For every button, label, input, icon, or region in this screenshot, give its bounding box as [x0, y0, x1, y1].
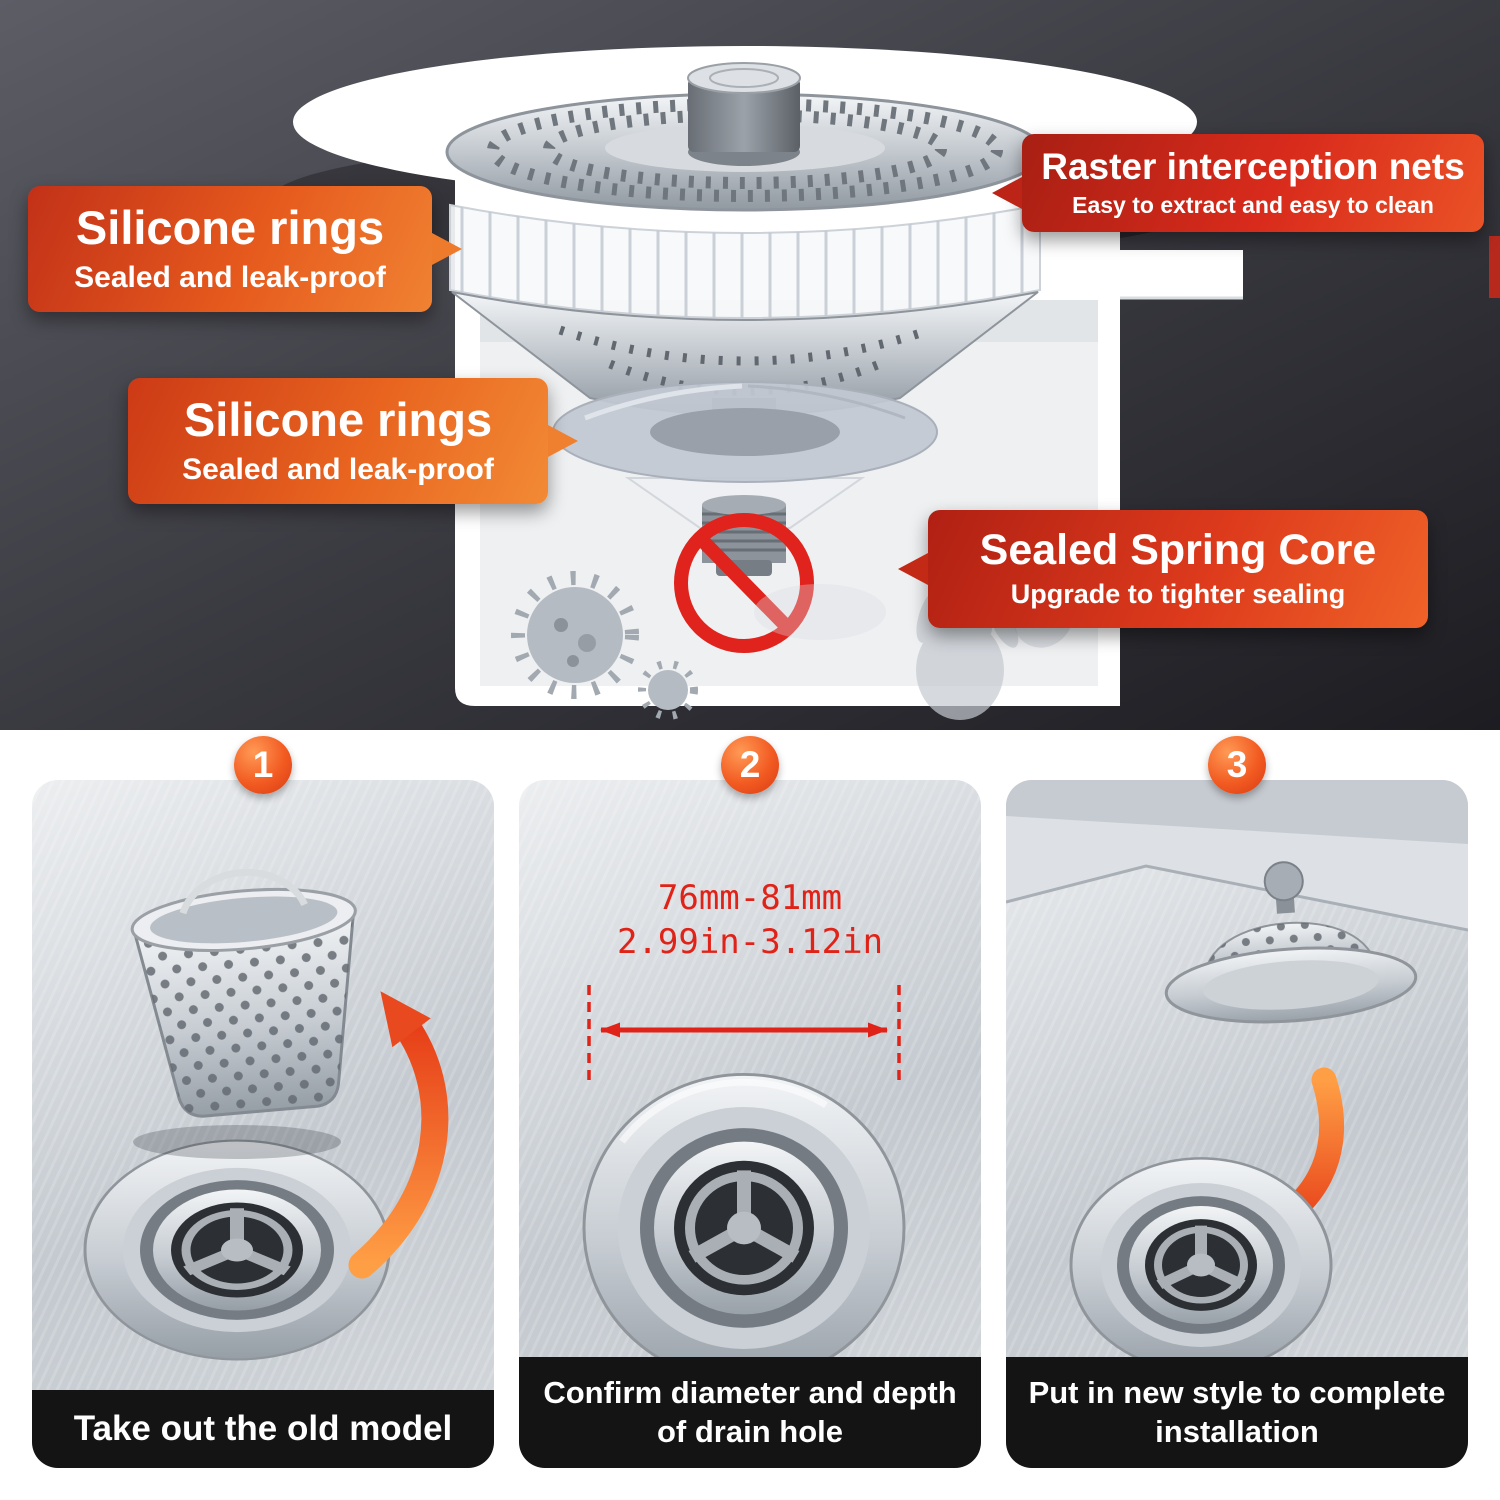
step-1-illustration: [83, 868, 449, 1361]
callout-silicone-rings-bottom: Silicone rings Sealed and leak-proof: [128, 378, 578, 505]
drain-illustration: [1069, 1157, 1333, 1373]
measurement-mm: 76mm-81mm: [657, 878, 843, 918]
curved-arrow-up-icon: [348, 991, 449, 1279]
callout-subtitle: Sealed and leak-proof: [74, 260, 386, 294]
callout-raster-nets: Raster interception nets Easy to extract…: [992, 134, 1484, 233]
drain-knob: [687, 62, 801, 166]
sink-cutaway-illustration: [0, 0, 1500, 730]
step-3-panel: Put in new style to complete installatio…: [1006, 780, 1468, 1468]
hero-section: Silicone rings Sealed and leak-proof Sil…: [0, 0, 1500, 730]
callout-title: Silicone rings: [183, 393, 493, 446]
drain-illustration: [582, 1072, 906, 1384]
callout-subtitle: Upgrade to tighter sealing: [1010, 579, 1346, 610]
measurement-arrow: [587, 985, 901, 1080]
step-2-illustration: [582, 985, 906, 1384]
callout-title: Raster interception nets: [1041, 146, 1465, 187]
callout-title: Sealed Spring Core: [979, 526, 1377, 574]
step-1: 1: [32, 736, 494, 1468]
no-leak-prohibition-icon: [674, 513, 814, 653]
step-2-panel: 76mm-81mm 2.99in-3.12in Confirm diameter…: [519, 780, 981, 1468]
germ-icon-small: [638, 660, 698, 720]
measurement-in: 2.99in-3.12in: [616, 922, 884, 963]
drain-illustration: [83, 1139, 391, 1361]
step-1-panel: Take out the old model: [32, 780, 494, 1468]
new-strainer-illustration: [1164, 861, 1418, 1024]
measurement-label: 76mm-81mm 2.99in-3.12in: [519, 876, 981, 964]
step-number-badge: 2: [721, 736, 779, 794]
step-3: 3: [1006, 736, 1468, 1468]
step-caption: Put in new style to complete installatio…: [1006, 1356, 1468, 1468]
callout-title: Silicone rings: [75, 201, 385, 254]
step-number-badge: 3: [1208, 736, 1266, 794]
step-caption: Take out the old model: [32, 1390, 494, 1468]
step-2: 2: [519, 736, 981, 1468]
step-number-badge: 1: [234, 736, 292, 794]
step-3-illustration: [1006, 780, 1468, 1373]
strainer-basket-illustration: [130, 868, 357, 1118]
sink-corner: [1006, 780, 1468, 932]
silicone-gasket: [552, 381, 938, 483]
callout-silicone-rings-top: Silicone rings Sealed and leak-proof: [28, 186, 462, 313]
step-caption: Confirm diameter and depth of drain hole: [519, 1356, 981, 1468]
callout-subtitle: Easy to extract and easy to clean: [1072, 192, 1434, 219]
steps-section: 1: [0, 730, 1500, 1468]
germ-icon: [511, 571, 639, 699]
callout-sealed-spring-core: Sealed Spring Core Upgrade to tighter se…: [898, 510, 1428, 628]
callout-subtitle: Sealed and leak-proof: [182, 452, 494, 486]
silicone-ring-band: [449, 203, 1041, 319]
